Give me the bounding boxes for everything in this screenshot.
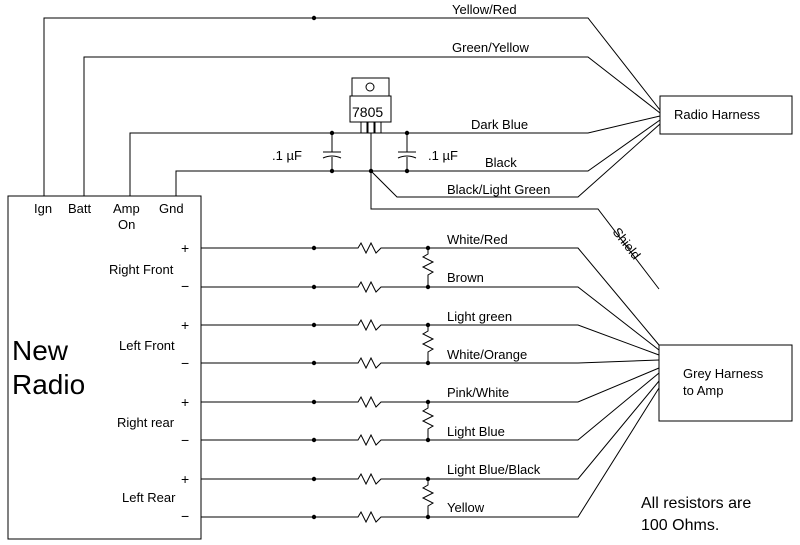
- regulator-pin: [367, 121, 375, 134]
- speaker-wire-left-front-plus: [201, 318, 660, 356]
- junction-dot: [311, 15, 317, 21]
- junction-dot: [311, 284, 317, 290]
- wire-black-light-green: [370, 123, 661, 198]
- minus-sign: −: [181, 355, 189, 371]
- junction-dot: [425, 437, 431, 443]
- resistor-note-line1: All resistors are: [641, 495, 751, 512]
- speaker-wiring: [201, 241, 660, 524]
- resistor-left-front: [421, 325, 435, 363]
- cap-right-label: .1 µF: [428, 148, 458, 163]
- capacitor-left: [322, 133, 342, 171]
- cap-left-label: .1 µF: [272, 148, 302, 163]
- junction-dot: [311, 437, 317, 443]
- junction-dot: [311, 245, 317, 251]
- wire-label-yellow: Yellow: [447, 500, 485, 515]
- speaker-wire-right-front-plus: [201, 241, 660, 346]
- speaker-wire-right-front-minus: [201, 280, 660, 351]
- pin-amp-on-label-2: On: [118, 217, 135, 232]
- wire-label-pink-white: Pink/White: [447, 385, 509, 400]
- radio-harness-label: Radio Harness: [674, 107, 760, 122]
- speaker-wire-right-rear-minus: [201, 372, 660, 447]
- junction-dot: [425, 322, 431, 328]
- wire-label-light-green: Light green: [447, 309, 512, 324]
- minus-sign: −: [181, 432, 189, 448]
- regulator-label: 7805: [352, 104, 383, 120]
- wire-shield: [370, 133, 660, 290]
- radio-name-line1: New: [12, 335, 69, 366]
- speaker-junctions: [311, 245, 431, 520]
- junction-dot: [311, 514, 317, 520]
- plus-sign: +: [181, 240, 189, 256]
- shield-label: Shield: [610, 225, 644, 263]
- wire-label-black: Black: [485, 155, 517, 170]
- pin-ign-label: Ign: [34, 201, 52, 216]
- pin-batt-label: Batt: [68, 201, 92, 216]
- plus-sign: +: [181, 471, 189, 487]
- wire-green-yellow: [83, 56, 661, 196]
- resistor-left-rear: [421, 479, 435, 517]
- junction-dot: [425, 399, 431, 405]
- junction-dot: [311, 322, 317, 328]
- junction-dot: [425, 514, 431, 520]
- wire-label-white-red: White/Red: [447, 232, 508, 247]
- channel-left-front-label: Left Front: [119, 338, 175, 353]
- wire-label-black-light-green: Black/Light Green: [447, 182, 550, 197]
- speaker-wire-left-rear-minus: [201, 387, 660, 524]
- wire-label-yellow-red: Yellow/Red: [452, 2, 517, 17]
- new-radio-box: [7, 195, 202, 540]
- wire-black: [175, 119, 661, 196]
- regulator-pin: [374, 121, 382, 134]
- wire-label-brown: Brown: [447, 270, 484, 285]
- grey-harness-box: [658, 344, 793, 422]
- radio-name-line2: Radio: [12, 369, 85, 400]
- junction-dot: [311, 476, 317, 482]
- junction-dot: [425, 284, 431, 290]
- channel-right-front-label: Right Front: [109, 262, 174, 277]
- wire-label-green-yellow: Green/Yellow: [452, 40, 529, 55]
- channel-right-rear-label: Right rear: [117, 415, 175, 430]
- wire-label-white-orange: White/Orange: [447, 347, 527, 362]
- speaker-wire-left-front-minus: [201, 356, 660, 370]
- wire-label-light-blue: Light Blue: [447, 424, 505, 439]
- minus-sign: −: [181, 508, 189, 524]
- regulator-mount-hole: [365, 82, 375, 92]
- resistor-right-front: [421, 248, 435, 287]
- speaker-wire-right-rear-plus: [201, 367, 660, 409]
- junction-dot: [425, 360, 431, 366]
- wire-label-light-blue-black: Light Blue/Black: [447, 462, 541, 477]
- junction-dot: [311, 360, 317, 366]
- grey-harness-label-line2: to Amp: [683, 383, 723, 398]
- resistor-right-rear: [421, 402, 435, 440]
- plus-sign: +: [181, 394, 189, 410]
- junction-dot: [425, 245, 431, 251]
- resistor-note-line2: 100 Ohms.: [641, 517, 719, 534]
- speaker-wire-left-rear-plus: [201, 380, 660, 486]
- minus-sign: −: [181, 278, 189, 294]
- channel-left-rear-label: Left Rear: [122, 490, 176, 505]
- pin-gnd-label: Gnd: [159, 201, 184, 216]
- junction-dot: [425, 476, 431, 482]
- grey-harness-label-line1: Grey Harness: [683, 366, 764, 381]
- wire-dark-blue: [129, 115, 661, 196]
- pin-amp-on-label: Amp: [113, 201, 140, 216]
- radio-harness-box: [659, 95, 793, 135]
- regulator-tab: [351, 77, 390, 97]
- plus-sign: +: [181, 317, 189, 333]
- capacitor-right: [397, 133, 417, 171]
- regulator-pin: [360, 121, 368, 134]
- junction-dot: [311, 399, 317, 405]
- wire-label-dark-blue: Dark Blue: [471, 117, 528, 132]
